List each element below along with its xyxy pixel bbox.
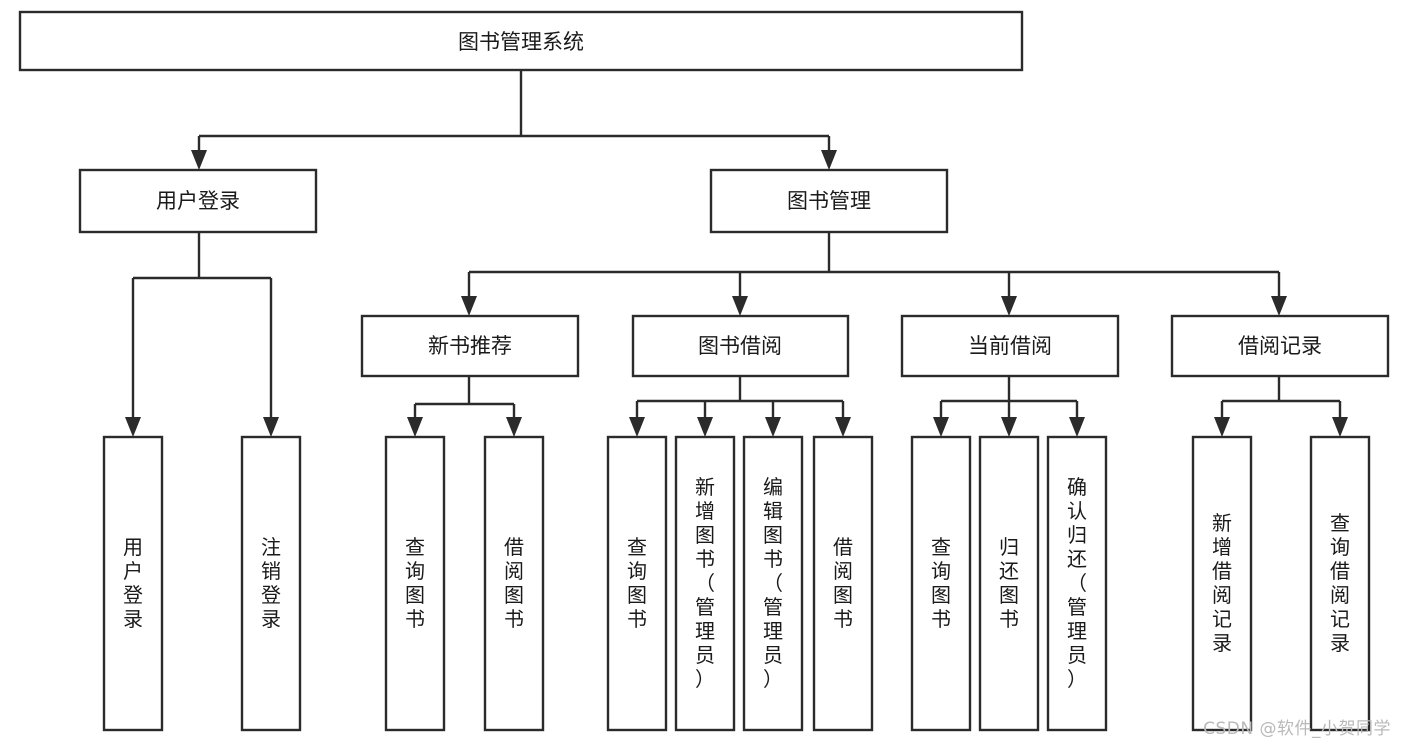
leaf-borrow-book-2-box[interactable] (812, 435, 874, 732)
arrow-to-leaf-add-book (697, 417, 713, 437)
arrow-to-user-login (191, 150, 207, 170)
node-current-borrow[interactable]: 当前借阅 (900, 314, 1120, 378)
arrow-to-leaf-query-book-1 (407, 417, 423, 437)
edge-book-manage-to-level3 (467, 232, 1281, 304)
arrow-to-leaf-query-record (1332, 417, 1348, 437)
edge-root-to-level2 (197, 70, 831, 158)
leaf-return-book-box[interactable] (978, 435, 1040, 732)
leaf-borrow-book-1-box[interactable] (483, 435, 545, 732)
node-current-borrow-label: 当前借阅 (968, 334, 1052, 358)
leaf-edit-book[interactable]: 编辑图书（管理员） (742, 435, 804, 732)
arrow-to-leaf-add-record (1214, 417, 1230, 437)
node-user-login-label: 用户登录 (156, 189, 240, 213)
connector-layer (125, 70, 1348, 437)
leaf-borrow-book-1-label: 借阅图书 (504, 535, 524, 631)
leaf-query-record-label: 查询借阅记录 (1330, 511, 1350, 655)
node-book-borrow-label: 图书借阅 (698, 334, 782, 358)
leaf-logout[interactable]: 注销登录 (240, 435, 302, 732)
leaf-user-login[interactable]: 用户登录 (102, 435, 164, 732)
leaf-add-book[interactable]: 新增图书（管理员） (674, 435, 736, 732)
leaf-add-record-box[interactable] (1191, 435, 1253, 732)
node-root-label: 图书管理系统 (458, 30, 584, 54)
arrow-to-leaf-return-book (1001, 417, 1017, 437)
node-book-manage[interactable]: 图书管理 (709, 168, 949, 234)
node-new-book-rec-label: 新书推荐 (428, 334, 512, 358)
arrow-to-leaf-edit-book (765, 417, 781, 437)
node-root[interactable]: 图书管理系统 (18, 10, 1024, 72)
node-book-borrow-box[interactable] (631, 314, 850, 378)
leaf-query-book-1-label: 查询图书 (405, 535, 425, 631)
leaf-add-record-label: 新增借阅记录 (1212, 511, 1232, 655)
leaf-query-book-3[interactable]: 查询图书 (910, 435, 972, 732)
edge-user-login-to-leaves (131, 232, 273, 425)
arrow-to-leaf-borrow-book-2 (835, 417, 851, 437)
arrow-to-leaf-logout (263, 417, 279, 437)
edge-new-book-rec-to-leaves (413, 376, 516, 425)
leaf-return-book-label: 归还图书 (999, 535, 1019, 631)
leaf-borrow-book-2[interactable]: 借阅图书 (812, 435, 874, 732)
leaf-edit-book-box[interactable] (742, 435, 804, 732)
arrow-to-leaf-borrow-book-1 (506, 417, 522, 437)
leaf-borrow-book-1[interactable]: 借阅图书 (483, 435, 545, 732)
leaf-add-book-box[interactable] (674, 435, 736, 732)
node-book-borrow[interactable]: 图书借阅 (631, 314, 850, 378)
leaf-query-book-1-box[interactable] (384, 435, 446, 732)
leaf-query-book-3-box[interactable] (910, 435, 972, 732)
arrow-to-leaf-user-login (125, 417, 141, 437)
arrow-to-book-manage (821, 150, 837, 170)
leaf-add-book-label: 新增图书（管理员） (695, 475, 715, 691)
leaf-user-login-label: 用户登录 (123, 535, 143, 631)
leaf-query-record-box[interactable] (1309, 435, 1371, 732)
node-user-login[interactable]: 用户登录 (78, 168, 318, 234)
leaf-logout-label: 注销登录 (261, 535, 281, 631)
leaf-query-book-3-label: 查询图书 (931, 535, 951, 631)
leaf-logout-box[interactable] (240, 435, 302, 732)
leaf-return-book[interactable]: 归还图书 (978, 435, 1040, 732)
edge-current-borrow-to-leaves (939, 376, 1079, 425)
leaf-confirm-return[interactable]: 确认归还（管理员） (1046, 435, 1108, 732)
arrow-to-leaf-query-book-2 (629, 417, 645, 437)
leaf-confirm-return-label: 确认归还（管理员） (1067, 475, 1087, 691)
arrow-to-borrow-record (1271, 296, 1287, 316)
node-borrow-record-label: 借阅记录 (1238, 334, 1322, 358)
leaf-query-book-1[interactable]: 查询图书 (384, 435, 446, 732)
node-current-borrow-box[interactable] (900, 314, 1120, 378)
edge-book-borrow-to-leaves (635, 376, 845, 425)
node-borrow-record[interactable]: 借阅记录 (1170, 314, 1390, 378)
arrow-to-book-borrow (732, 296, 748, 316)
arrow-to-current-borrow (1001, 296, 1017, 316)
node-user-login-box[interactable] (78, 168, 318, 234)
leaf-add-record[interactable]: 新增借阅记录 (1191, 435, 1253, 732)
leaf-confirm-return-box[interactable] (1046, 435, 1108, 732)
leaf-borrow-book-2-label: 借阅图书 (833, 535, 853, 631)
node-new-book-rec-box[interactable] (360, 314, 580, 378)
leaf-query-record[interactable]: 查询借阅记录 (1309, 435, 1371, 732)
leaf-query-book-2-box[interactable] (606, 435, 668, 732)
leaf-query-book-2[interactable]: 查询图书 (606, 435, 668, 732)
leaf-user-login-box[interactable] (102, 435, 164, 732)
node-root-box[interactable] (18, 10, 1024, 72)
arrow-to-leaf-query-book-3 (933, 417, 949, 437)
node-book-manage-label: 图书管理 (787, 189, 871, 213)
edge-borrow-record-to-leaves (1220, 376, 1342, 425)
arrow-to-new-book-rec (461, 296, 477, 316)
leaf-edit-book-label: 编辑图书（管理员） (763, 475, 783, 691)
node-borrow-record-box[interactable] (1170, 314, 1390, 378)
node-new-book-rec[interactable]: 新书推荐 (360, 314, 580, 378)
arrow-to-leaf-confirm-return (1069, 417, 1085, 437)
leaf-query-book-2-label: 查询图书 (627, 535, 647, 631)
node-book-manage-box[interactable] (709, 168, 949, 234)
